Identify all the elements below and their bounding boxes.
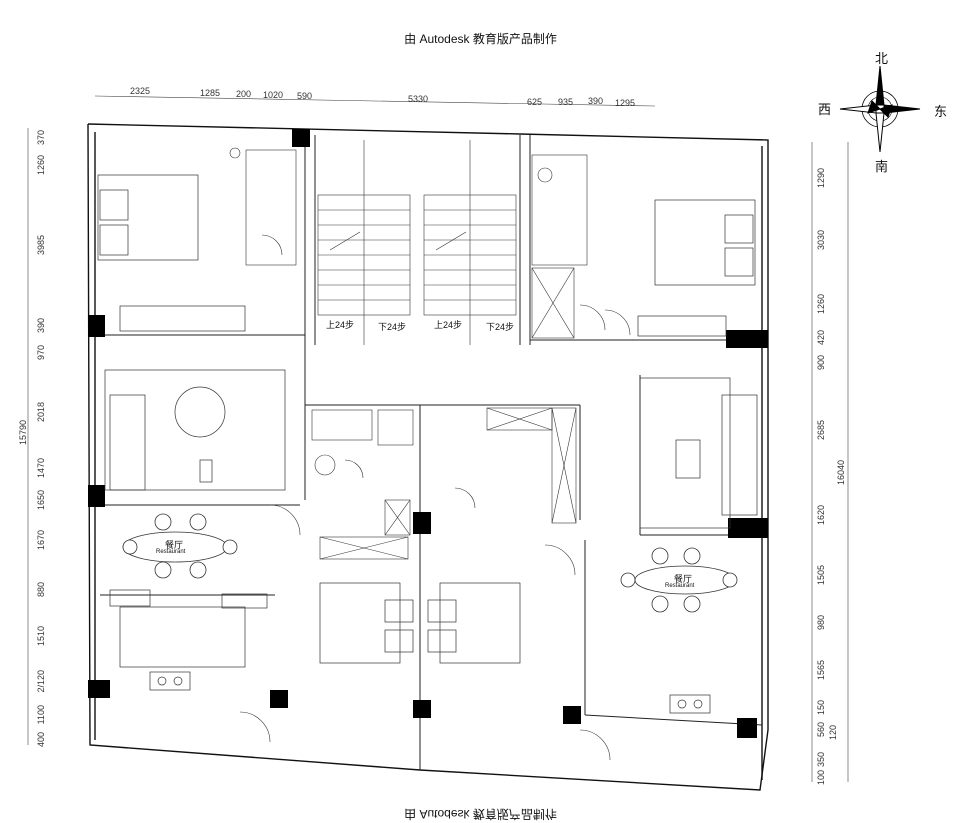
dim-top-2: 1285 — [200, 88, 221, 98]
compass-east-label: 东 — [934, 105, 948, 120]
stairwell — [317, 140, 517, 345]
compass-north-label: 北 — [875, 52, 889, 67]
watermark-top: 由 Autodesk 教育版产品制作 — [404, 32, 557, 46]
dim-top-3: 200 — [236, 89, 252, 99]
dim-right-15: 100 — [816, 770, 826, 786]
structural-columns — [88, 129, 768, 738]
dining-left-label: 餐厅 — [165, 540, 184, 550]
stair-label-2: 下24步 — [378, 322, 407, 332]
dining-right-sublabel: Restaurant — [665, 583, 695, 589]
dim-top-r1: 625 — [527, 97, 543, 107]
dim-left-4: 390 — [36, 318, 46, 334]
dimension-lines — [27, 95, 849, 782]
stair-label-4: 下24步 — [486, 322, 515, 332]
compass-south-label: 南 — [875, 160, 889, 175]
interior-walls — [95, 130, 763, 770]
dim-left-5: 970 — [36, 345, 46, 361]
dim-right-total: 16040 — [836, 460, 846, 486]
dim-right-11: 150 — [816, 700, 826, 716]
dim-left-1: 370 — [36, 130, 46, 146]
dining-right-label: 餐厅 — [674, 574, 693, 584]
beds — [97, 174, 756, 664]
dim-left-7: 1470 — [36, 458, 46, 479]
dim-right-4: 420 — [816, 330, 826, 346]
dim-top-r2: 935 — [558, 97, 574, 107]
dim-right-3: 1260 — [816, 294, 826, 315]
living-room-furniture — [104, 305, 758, 668]
dim-right-12: 560 — [816, 722, 826, 738]
compass-rose-icon — [839, 65, 921, 153]
dim-left-10: 880 — [36, 582, 46, 598]
stair-label-3: 上24步 — [434, 320, 463, 330]
compass-west-label: 西 — [818, 103, 832, 118]
dim-right-8: 1505 — [816, 565, 826, 586]
dim-right-2: 3030 — [816, 230, 826, 251]
dim-left-2: 1260 — [36, 155, 46, 176]
dim-left-11: 1510 — [36, 626, 46, 647]
dim-left-12: 2/120 — [36, 670, 46, 693]
dim-right-14: 350 — [816, 752, 826, 768]
dim-right-9: 980 — [816, 615, 826, 631]
dining-left-sublabel: Restaurant — [156, 549, 186, 555]
dim-right-5: 900 — [816, 355, 826, 371]
dim-left-14: 400 — [36, 732, 46, 748]
dim-right-1: 1290 — [816, 168, 826, 189]
dim-right-7: 1620 — [816, 505, 826, 526]
dim-top-r3: 390 — [588, 96, 604, 106]
dim-right-10: 1565 — [816, 660, 826, 681]
dining-tables — [122, 513, 738, 613]
dim-left-6: 2018 — [36, 402, 46, 423]
cabinets — [229, 147, 588, 560]
dim-right-13: 120 — [828, 725, 838, 741]
stair-label-1: 上24步 — [326, 320, 355, 330]
dim-left-9: 1670 — [36, 530, 46, 551]
dim-left-total: 15790 — [18, 420, 28, 446]
dim-left-13: 1100 — [36, 705, 46, 725]
dim-top-r4: 1295 — [615, 98, 636, 108]
dim-top-1: 2325 — [130, 86, 151, 96]
dim-top-4: 1020 — [263, 90, 284, 100]
dim-right-6: 2685 — [816, 420, 826, 441]
dim-left-3: 3985 — [36, 235, 46, 256]
dim-top-5: 590 — [297, 91, 313, 101]
dim-left-8: 1650 — [36, 490, 46, 511]
stoves — [149, 671, 711, 714]
outer-walls — [87, 123, 769, 791]
dim-top-center: 5330 — [408, 94, 429, 104]
door-swings — [239, 234, 631, 761]
